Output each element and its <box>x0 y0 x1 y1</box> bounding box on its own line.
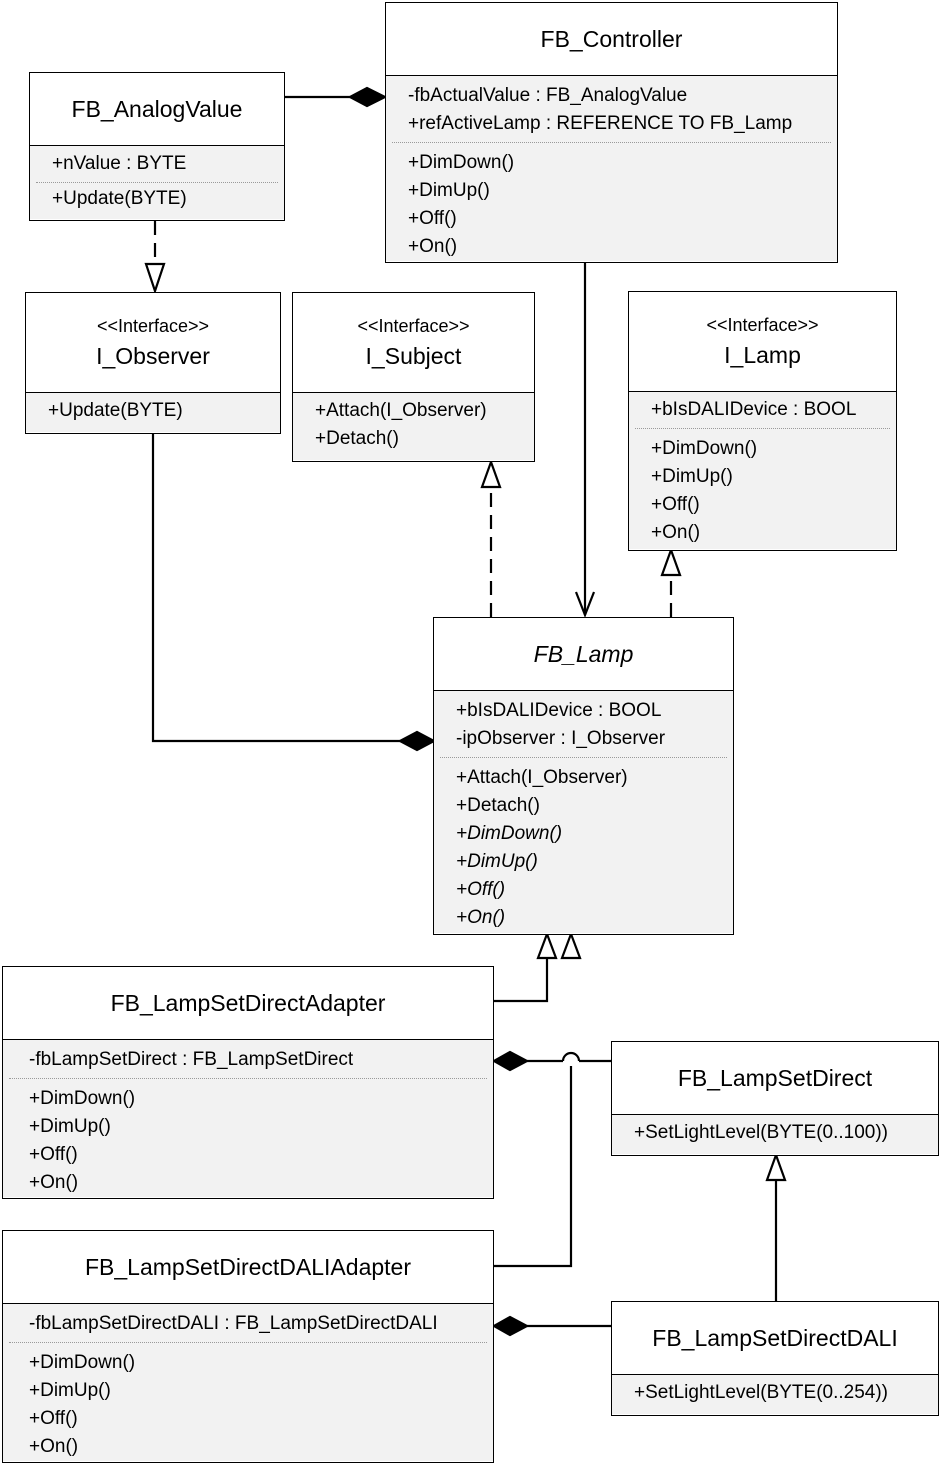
abstract-operation: +DimDown() <box>456 823 563 844</box>
class-fb-lampsetdirectdaliadapter: FB_LampSetDirectDALIAdapter -fbLampSetDi… <box>2 1230 494 1463</box>
operation: +Detach() <box>456 795 540 816</box>
class-fb-lampsetdirect: FB_LampSetDirect +SetLightLevel(BYTE(0..… <box>611 1041 939 1156</box>
operations: +DimDown() +DimUp() +Off() +On() <box>635 428 890 551</box>
operation: +On() <box>29 1436 79 1457</box>
interface-i-observer: <<Interface>> I_Observer +Update(BYTE) <box>25 292 281 434</box>
operations: +SetLightLevel(BYTE(0..100)) <box>612 1115 938 1151</box>
operation: +DimDown() <box>651 438 758 459</box>
diamond-dali-adapter <box>491 1315 530 1337</box>
attribute: +refActiveLamp : REFERENCE TO FB_Lamp <box>408 113 793 134</box>
class-name: FB_LampSetDirectAdapter <box>110 990 386 1016</box>
operation: +SetLightLevel(BYTE(0..100)) <box>634 1122 888 1143</box>
attribute: +nValue : BYTE <box>52 153 187 174</box>
class-fb-lamp: FB_Lamp +bIsDALIDevice : BOOL -ipObserve… <box>433 617 734 935</box>
operation: +Attach(I_Observer) <box>315 400 487 421</box>
operation: +SetLightLevel(BYTE(0..254)) <box>634 1382 888 1403</box>
operation: +DimUp() <box>651 466 733 487</box>
operation: +Update(BYTE) <box>52 188 187 209</box>
class-name: FB_Controller <box>540 26 683 52</box>
diamond-adapter <box>491 1050 530 1072</box>
abstract-operation: +Off() <box>456 879 506 900</box>
operations: +Attach(I_Observer) +Detach() +DimDown()… <box>440 757 727 936</box>
attribute: -fbActualValue : FB_AnalogValue <box>408 85 688 106</box>
attributes: +nValue : BYTE <box>30 146 284 182</box>
attribute: +bIsDALIDevice : BOOL <box>456 700 662 721</box>
generalization-adapter-lamp <box>493 958 549 1003</box>
operation: +Off() <box>408 208 457 229</box>
class-fb-lampsetdirectdali: FB_LampSetDirectDALI +SetLightLevel(BYTE… <box>611 1301 939 1416</box>
interface-i-lamp: <<Interface>> I_Lamp +bIsDALIDevice : BO… <box>628 291 897 551</box>
class-name: I_Observer <box>96 342 210 369</box>
attribute: +bIsDALIDevice : BOOL <box>651 399 857 420</box>
operation: +Attach(I_Observer) <box>456 767 628 788</box>
operations: +Update(BYTE) <box>36 182 278 217</box>
operation: +Off() <box>29 1408 78 1429</box>
operations: +Update(BYTE) <box>26 393 280 429</box>
operations: +DimDown() +DimUp() +Off() +On() <box>9 1078 487 1201</box>
operation: +Detach() <box>315 428 399 449</box>
operations: +DimDown() +DimUp() +Off() +On() <box>392 142 831 265</box>
operation: +DimUp() <box>408 180 490 201</box>
line-hop <box>561 1051 581 1062</box>
generalization-dali-adapter-lamp <box>493 1066 573 1268</box>
triangle-ilamp <box>660 546 682 577</box>
triangle-direct <box>765 1151 787 1182</box>
operation: +DimUp() <box>29 1380 111 1401</box>
operations: +SetLightLevel(BYTE(0..254)) <box>612 1375 938 1411</box>
abstract-operation: +On() <box>456 907 506 928</box>
composition-observer-lamp <box>151 433 400 743</box>
attributes: -fbLampSetDirect : FB_LampSetDirect <box>3 1040 493 1078</box>
class-name: FB_LampSetDirectDALIAdapter <box>85 1254 411 1280</box>
operations: +DimDown() +DimUp() +Off() +On() <box>9 1342 487 1465</box>
diamond-lamp <box>397 730 437 752</box>
triangle-lamp-right <box>560 930 582 960</box>
attribute: -fbLampSetDirect : FB_LampSetDirect <box>29 1049 354 1070</box>
class-name: FB_LampSetDirectDALI <box>652 1325 898 1351</box>
operation: +On() <box>408 236 458 257</box>
operation: +Off() <box>651 494 700 515</box>
class-fb-analogvalue: FB_AnalogValue +nValue : BYTE +Update(BY… <box>29 72 285 221</box>
class-name: FB_Lamp <box>533 641 634 667</box>
abstract-operation: +DimUp() <box>456 851 538 872</box>
stereotype: <<Interface>> <box>357 315 470 336</box>
class-fb-controller: FB_Controller -fbActualValue : FB_Analog… <box>385 2 838 263</box>
triangle-subject <box>480 458 502 489</box>
triangle-lamp-left <box>536 930 558 960</box>
class-fb-lampsetdirectadapter: FB_LampSetDirectAdapter -fbLampSetDirect… <box>2 966 494 1199</box>
class-name: I_Lamp <box>724 341 801 368</box>
class-name: FB_LampSetDirect <box>677 1065 873 1091</box>
operation: +On() <box>29 1172 79 1193</box>
association-arrowhead <box>574 591 596 619</box>
operation: +Update(BYTE) <box>48 400 183 421</box>
operation: +DimDown() <box>29 1352 136 1373</box>
operation: +On() <box>651 522 701 543</box>
class-name: I_Subject <box>365 342 462 369</box>
attributes: +bIsDALIDevice : BOOL <box>629 392 896 428</box>
interface-i-subject: <<Interface>> I_Subject +Attach(I_Observ… <box>292 292 535 462</box>
triangle-observer <box>144 262 166 295</box>
attributes: -fbActualValue : FB_AnalogValue +refActi… <box>386 76 837 142</box>
attributes: +bIsDALIDevice : BOOL -ipObserver : I_Ob… <box>434 691 733 757</box>
operation: +DimDown() <box>29 1088 136 1109</box>
class-name: FB_AnalogValue <box>71 96 243 122</box>
stereotype: <<Interface>> <box>96 315 210 336</box>
attributes: -fbLampSetDirectDALI : FB_LampSetDirectD… <box>3 1304 493 1342</box>
diamond-controller <box>347 86 388 108</box>
operation: +DimDown() <box>408 152 515 173</box>
stereotype: <<Interface>> <box>706 314 819 335</box>
attribute: -fbLampSetDirectDALI : FB_LampSetDirectD… <box>29 1313 438 1334</box>
operations: +Attach(I_Observer) +Detach() <box>293 393 534 457</box>
operation: +DimUp() <box>29 1116 111 1137</box>
operation: +Off() <box>29 1144 78 1165</box>
attribute: -ipObserver : I_Observer <box>456 728 666 749</box>
